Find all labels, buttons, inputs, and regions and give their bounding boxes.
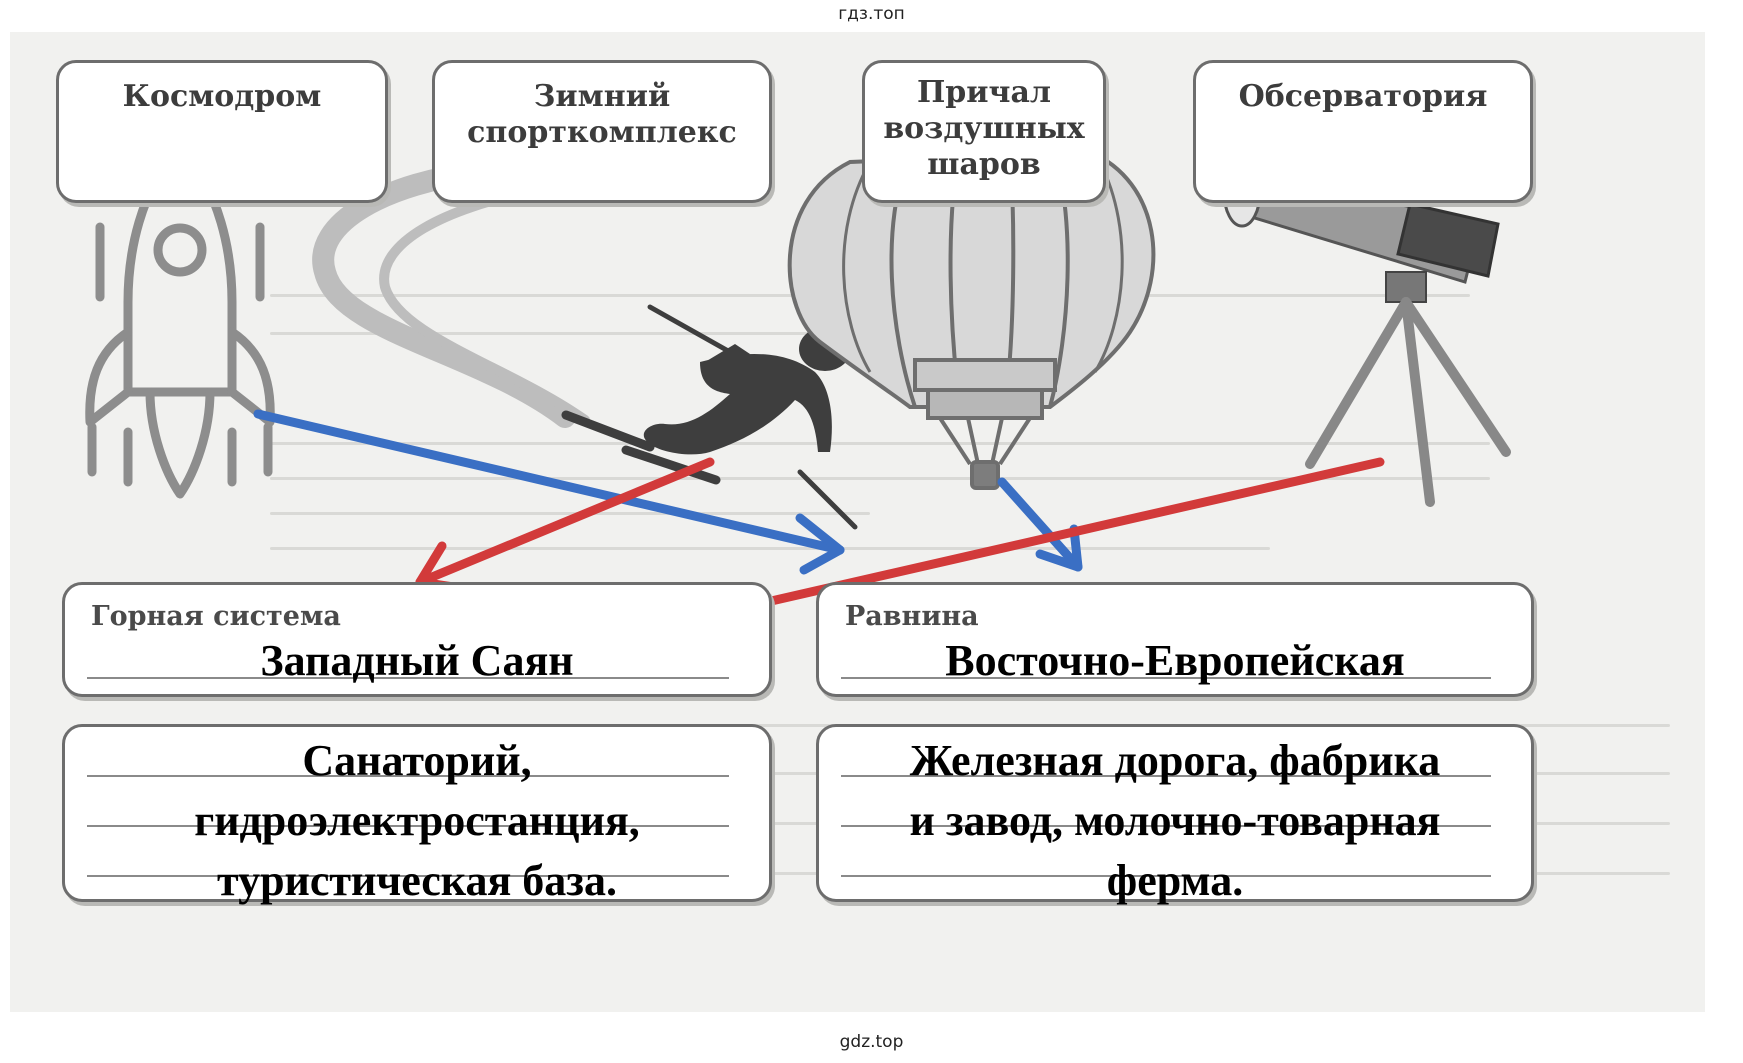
mountain-system-caption: Горная система xyxy=(91,601,341,632)
answer-line-text: Санаторий, xyxy=(302,736,532,785)
answer-line-text: и завод, молочно-товарная xyxy=(909,796,1441,845)
place-box-balloon-pier: Причал воздушных шаров xyxy=(862,60,1106,203)
plain-box: Равнина Восточно-Европейская xyxy=(816,582,1534,697)
bleed-through-line xyxy=(270,547,1270,550)
bleed-through-line xyxy=(270,477,1490,480)
mountain-objects-box: Санаторий, гидроэлектростанция, туристич… xyxy=(62,724,772,905)
answer-line xyxy=(87,875,729,877)
place-label: Зимний xyxy=(533,79,671,114)
answer-line xyxy=(841,875,1491,877)
mountain-system-box: Горная система Западный Саян xyxy=(62,582,772,697)
mountain-objects-answer: Санаторий, гидроэлектростанция, туристич… xyxy=(65,731,769,911)
watermark-bottom: gdz.top xyxy=(839,1032,904,1052)
hot-air-balloon-icon xyxy=(787,146,1156,490)
plain-answer: Восточно-Европейская xyxy=(945,636,1405,685)
answer-line-text: туристическая база. xyxy=(217,856,617,905)
answer-line xyxy=(841,775,1491,777)
place-label: Космодром xyxy=(122,79,322,114)
answer-line-text: Железная дорога, фабрика xyxy=(909,736,1441,785)
watermark-top: гдз.топ xyxy=(838,4,905,24)
answer-line xyxy=(87,825,729,827)
place-label: Обсерватория xyxy=(1238,79,1488,114)
place-box-winter-sports: Зимний спорткомплекс xyxy=(432,60,772,203)
place-label: спорткомплекс xyxy=(467,115,737,150)
place-label: воздушных xyxy=(883,111,1085,146)
answer-line-text: ферма. xyxy=(1106,856,1244,905)
mountain-system-answer: Западный Саян xyxy=(260,636,574,685)
plain-objects-answer: Железная дорога, фабрика и завод, молочн… xyxy=(819,731,1531,911)
answer-line xyxy=(841,825,1491,827)
blue-arrows xyxy=(253,409,1083,575)
answer-line-text: гидроэлектростанция, xyxy=(194,796,640,845)
answer-line xyxy=(87,775,729,777)
place-label: Причал xyxy=(916,75,1052,110)
answer-line xyxy=(841,677,1491,679)
place-label: шаров xyxy=(927,147,1041,182)
plain-objects-box: Железная дорога, фабрика и завод, молочн… xyxy=(816,724,1534,905)
bleed-through-line xyxy=(270,512,870,515)
bleed-through-line xyxy=(270,442,1490,445)
place-box-cosmodrome: Космодром xyxy=(56,60,388,203)
answer-line xyxy=(87,677,729,679)
plain-caption: Равнина xyxy=(845,601,979,632)
telescope-icon xyxy=(1222,156,1511,507)
worksheet: Космодром Зимний спорткомплекс Причал во… xyxy=(10,32,1705,1012)
place-box-observatory: Обсерватория xyxy=(1193,60,1533,203)
ski-track-decoration xyxy=(312,161,590,428)
illustrations xyxy=(85,139,1511,635)
bleed-through-line xyxy=(270,332,1090,335)
